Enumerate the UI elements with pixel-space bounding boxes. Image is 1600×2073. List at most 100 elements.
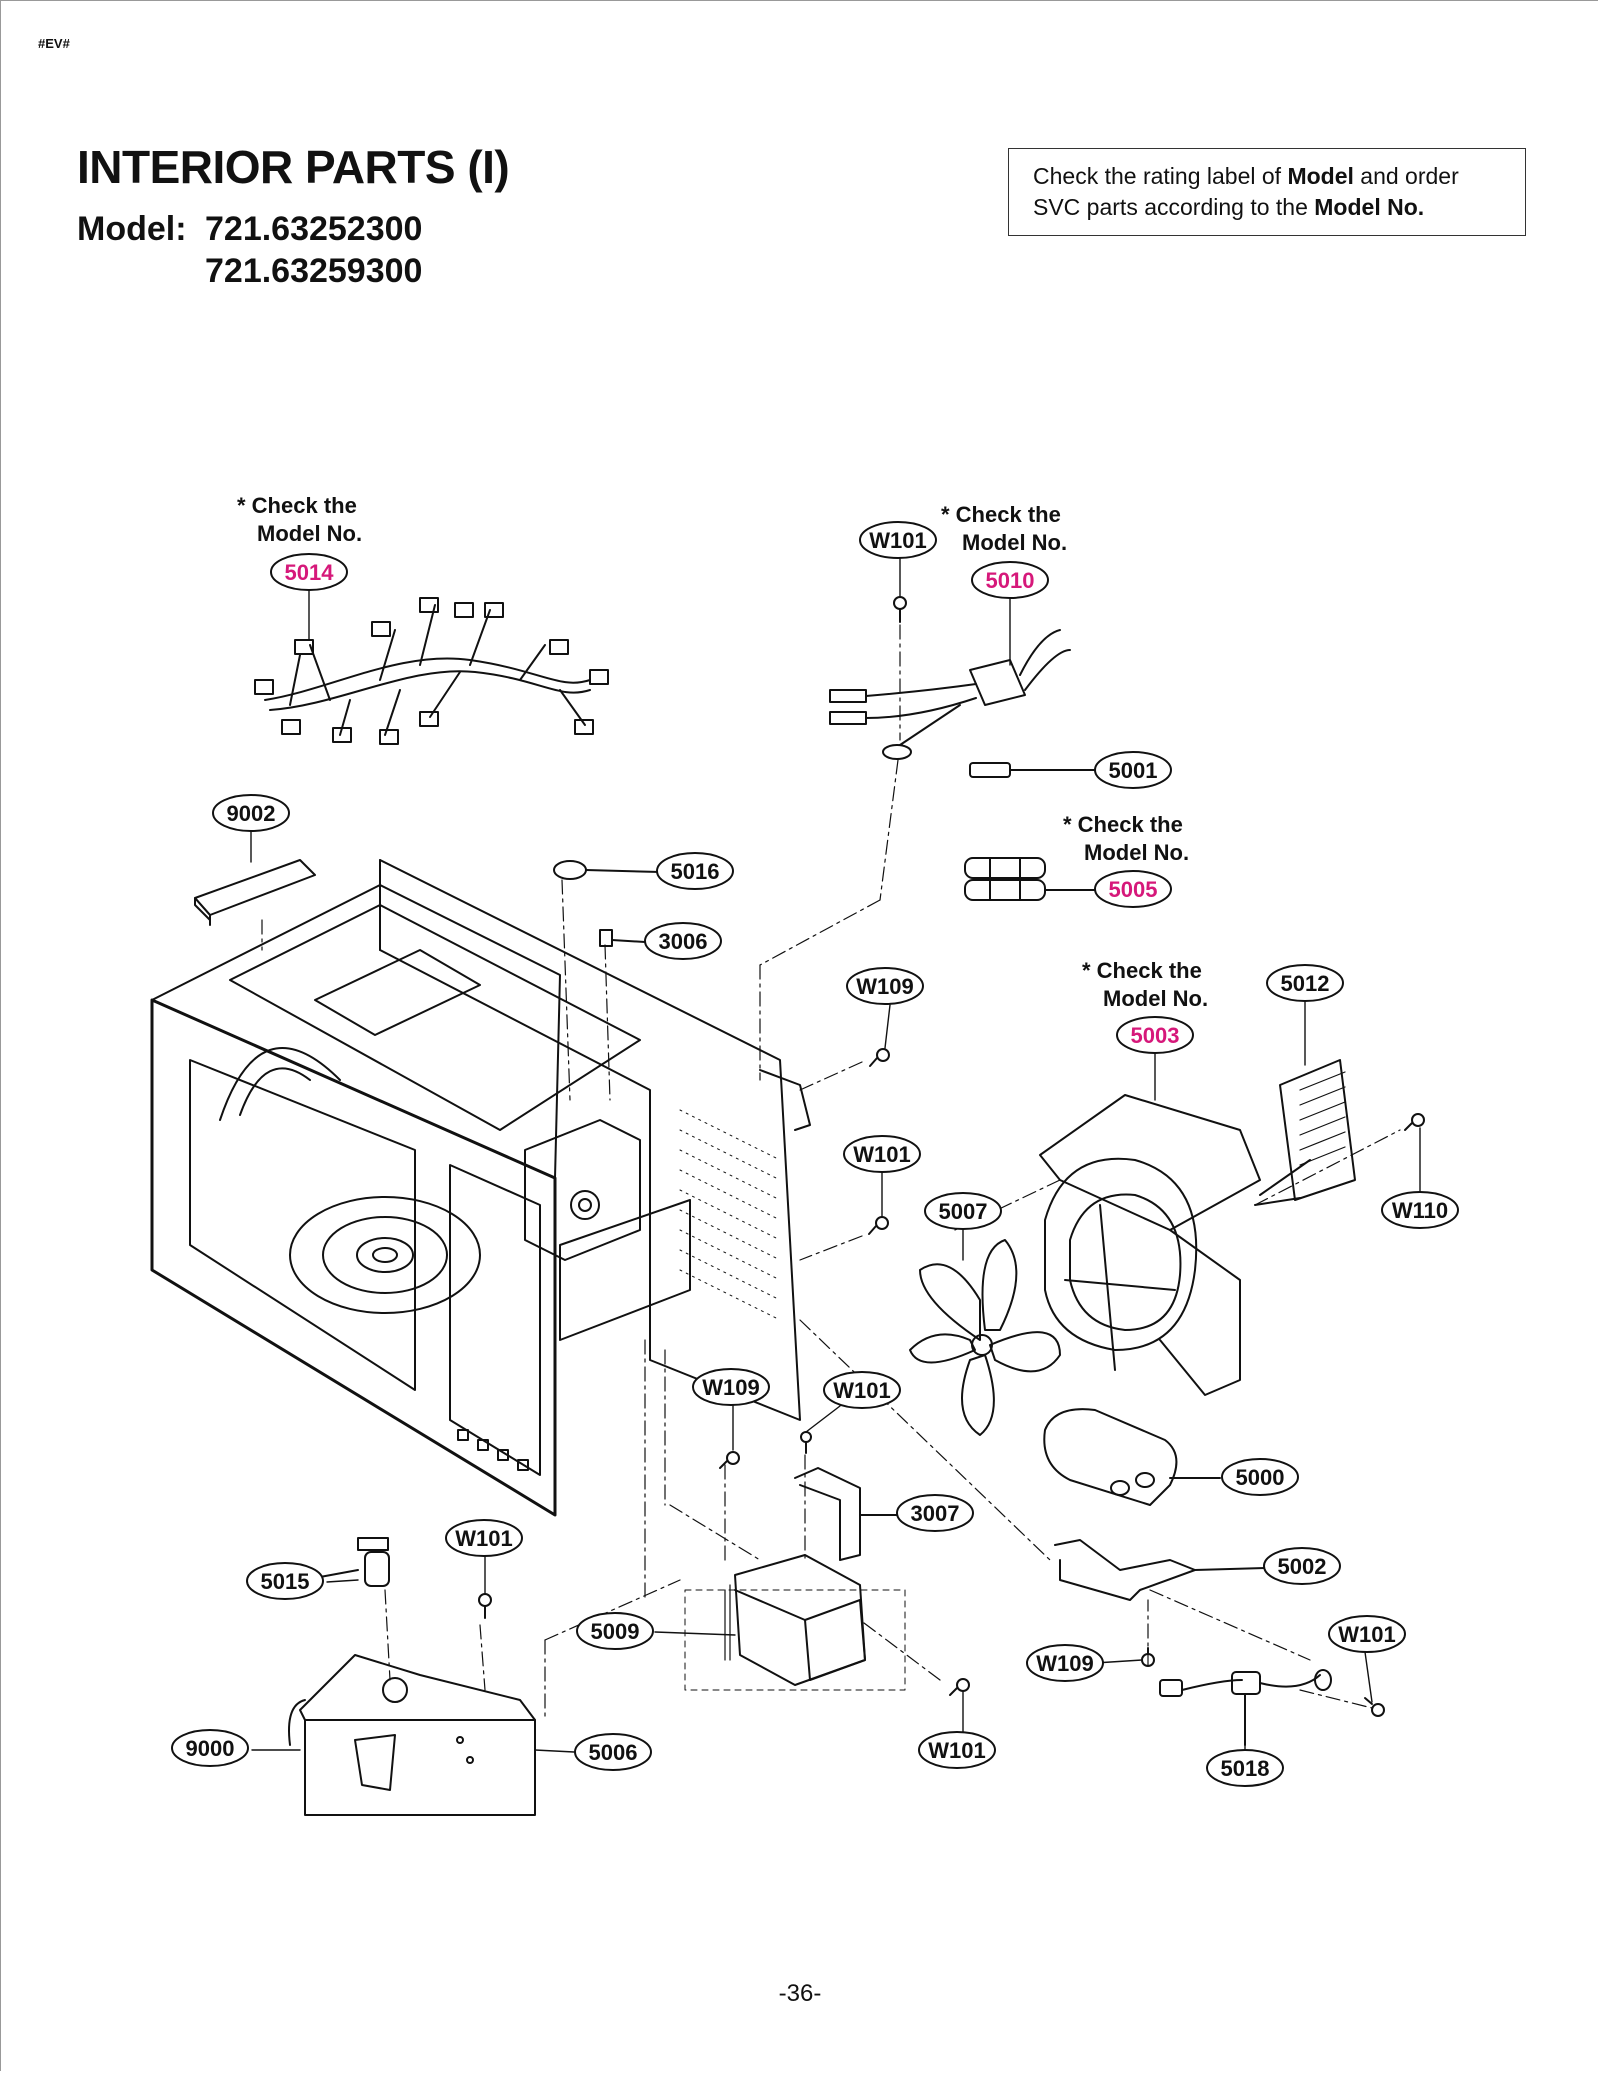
callout-oval <box>576 1612 654 1650</box>
callout-oval <box>1221 1458 1299 1496</box>
callout-oval <box>823 1371 901 1409</box>
callout-oval <box>1328 1615 1406 1653</box>
callout-oval <box>1206 1749 1284 1787</box>
wire-lead-icon <box>829 629 1071 760</box>
callout-3007: 3007 <box>896 1494 974 1532</box>
callout-5006: 5006 <box>574 1733 652 1771</box>
callout-w110: W110 <box>1381 1191 1459 1229</box>
callout-w101: W101 <box>445 1519 523 1557</box>
fan-blade-icon <box>909 1239 1061 1436</box>
check-note-5014-line2: Model No. <box>257 521 362 546</box>
wire-harness-icon <box>254 597 609 745</box>
check-note-5014-line1: * Check the <box>237 493 357 518</box>
fuse-holder-icon <box>964 857 1101 901</box>
fan-duct-icon <box>1039 1094 1261 1396</box>
callout-5018: 5018 <box>1206 1749 1284 1787</box>
callout-5015: 5015 <box>246 1562 324 1600</box>
callout-oval <box>1263 1547 1341 1585</box>
callout-label: W109 <box>1036 1651 1093 1676</box>
callout-label: 5002 <box>1278 1554 1327 1579</box>
check-note-5005-line2: Model No. <box>1084 840 1189 865</box>
capacitor-bracket-icon <box>1054 1539 1266 1601</box>
callout-label: 5005 <box>1109 877 1158 902</box>
thermostat-icon <box>553 860 661 880</box>
leader-lines <box>250 555 1421 1753</box>
ordering-note: Check the rating label of Model and orde… <box>1008 148 1526 236</box>
micro-switch-icon <box>599 929 646 947</box>
callout-oval <box>656 852 734 890</box>
callout-oval <box>212 794 290 832</box>
bracket-3007-icon <box>794 1467 901 1561</box>
callout-label: W101 <box>869 528 926 553</box>
check-note-5003-line2: Model No. <box>1103 986 1208 1011</box>
callout-oval <box>1094 870 1172 908</box>
callout-label: 5012 <box>1281 971 1330 996</box>
callout-oval <box>896 1494 974 1532</box>
callout-5014: 5014 <box>270 553 348 591</box>
callout-9002: 9002 <box>212 794 290 832</box>
callout-oval <box>971 561 1049 599</box>
callout-label: W101 <box>833 1378 890 1403</box>
callout-oval <box>270 553 348 591</box>
callout-label: W101 <box>455 1526 512 1551</box>
note-text-2: and order <box>1353 163 1459 189</box>
note-text-3: SVC parts according to the <box>1033 194 1315 220</box>
model-number-1: 721.63252300 <box>205 210 423 248</box>
note-bold-model: Model <box>1287 163 1354 189</box>
callout-label: W101 <box>853 1142 910 1167</box>
callout-5005: 5005 <box>1094 870 1172 908</box>
doc-code: #EV# <box>38 36 70 51</box>
callout-label: 5001 <box>1109 758 1158 783</box>
callout-oval <box>1094 751 1172 789</box>
callout-5010: 5010 <box>971 561 1049 599</box>
callout-oval <box>859 521 937 559</box>
model-label: Model: <box>77 210 187 248</box>
note-bold-model-no: Model No. <box>1314 194 1425 220</box>
check-note-5010-line1: * Check the <box>941 502 1061 527</box>
callout-oval <box>246 1562 324 1600</box>
callout-5007: 5007 <box>924 1192 1002 1230</box>
callout-label: 5006 <box>589 1740 638 1765</box>
callout-w101: W101 <box>918 1731 996 1769</box>
callout-5000: 5000 <box>1221 1458 1299 1496</box>
fan-motor-icon <box>1254 1059 1356 1206</box>
callout-layer: 5014W101501050019002501650053006W1095003… <box>171 521 1459 1787</box>
callout-oval <box>918 1731 996 1769</box>
callout-5009: 5009 <box>576 1612 654 1650</box>
callout-oval <box>574 1733 652 1771</box>
callout-oval <box>445 1519 523 1557</box>
callout-oval <box>846 967 924 1005</box>
callout-label: 5007 <box>939 1199 988 1224</box>
callout-label: W109 <box>856 974 913 999</box>
callout-oval <box>843 1135 921 1173</box>
callout-label: 5003 <box>1131 1023 1180 1048</box>
assembly-lines <box>261 624 1401 1721</box>
oven-cavity <box>150 859 811 1517</box>
callout-label: W109 <box>702 1375 759 1400</box>
callout-9000: 9000 <box>171 1729 249 1767</box>
page-number: -36- <box>778 1980 822 2007</box>
callout-3006: 3006 <box>644 922 722 960</box>
callout-label: 5016 <box>671 859 720 884</box>
check-note-5003-line1: * Check the <box>1082 958 1202 983</box>
callout-label: 5000 <box>1236 1465 1285 1490</box>
callout-label: 5010 <box>986 568 1035 593</box>
callout-oval <box>692 1368 770 1406</box>
callout-5001: 5001 <box>1094 751 1172 789</box>
callout-label: W110 <box>1392 1198 1448 1223</box>
callout-oval <box>1381 1191 1459 1229</box>
callout-w101: W101 <box>843 1135 921 1173</box>
callout-5012: 5012 <box>1266 964 1344 1002</box>
callout-label: 5014 <box>285 560 335 585</box>
callout-w109: W109 <box>692 1368 770 1406</box>
callout-5003: 5003 <box>1116 1016 1194 1054</box>
check-notes: * Check the Model No. * Check the Model … <box>237 493 1208 1011</box>
callout-label: W101 <box>928 1738 985 1763</box>
callout-label: 5018 <box>1221 1756 1270 1781</box>
page-title: INTERIOR PARTS (I) <box>77 141 510 193</box>
callout-w101: W101 <box>823 1371 901 1409</box>
callout-5016: 5016 <box>656 852 734 890</box>
model-number-2: 721.63259300 <box>205 252 423 290</box>
